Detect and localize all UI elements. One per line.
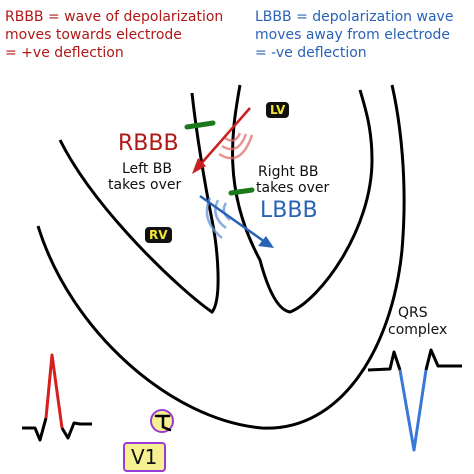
blue-arrow [199, 194, 266, 244]
rbbb-label: RBBB [118, 131, 179, 156]
rbbb-note-line-1: RBBB = wave of depolarization [5, 9, 224, 25]
red-arrowhead-icon [192, 158, 206, 174]
lead-v1-label: V1 [131, 445, 158, 469]
right-bb-marker [228, 187, 255, 196]
rbbb-note-line-3: = +ve deflection [5, 45, 124, 61]
left-bb-marker [184, 120, 216, 130]
right-bb-line-1: Right BB [258, 164, 319, 180]
outer-heart-wall [36, 84, 406, 430]
rbbb-note-line-2: moves towards electrode [5, 27, 182, 43]
v1-box [123, 442, 166, 472]
right-bb-line-2: takes over [256, 180, 330, 196]
rv-badge: RV [145, 227, 172, 243]
red-arrow [199, 107, 251, 166]
lbbb-label: LBBB [260, 198, 318, 223]
lbbb-note-line-3: = -ve deflection [255, 45, 367, 61]
left-bb-line-2: takes over [108, 177, 182, 193]
red-wave-icon [218, 132, 254, 160]
lv-badge: LV [266, 102, 290, 118]
blue-arrowhead-icon [258, 236, 274, 248]
lbbb-note-line-2: moves away from electrode [255, 27, 451, 43]
qrs-line-2: complex [388, 322, 448, 338]
rv-inner-wall [58, 92, 220, 315]
qrs-negative-ecg [367, 348, 462, 452]
lv-inner-wall [231, 84, 374, 314]
v1-positive-ecg [22, 353, 92, 442]
qrs-line-1: QRS [398, 305, 428, 321]
lbbb-note-line-1: LBBB = depolarization wave [255, 9, 454, 25]
left-bb-line-1: Left BB [122, 161, 172, 177]
